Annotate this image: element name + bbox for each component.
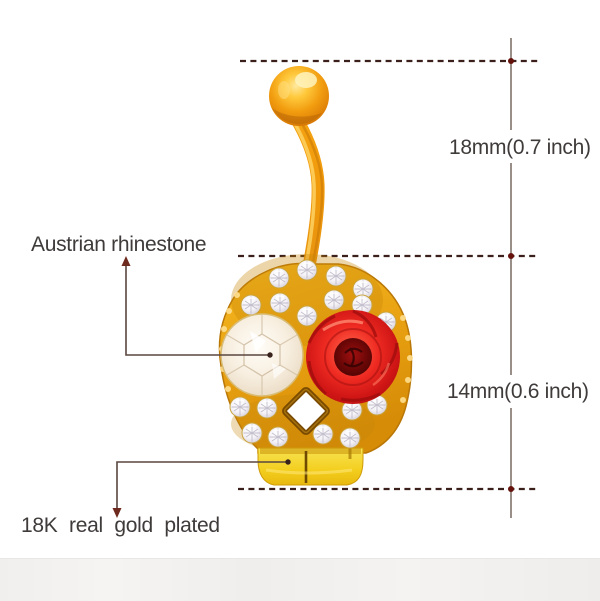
- belly-ring: [218, 66, 413, 486]
- nose-opening: [282, 387, 330, 435]
- pointer-gold-plated: [112, 459, 291, 518]
- bar-length-measurement: 18mm(0.7 inch): [449, 136, 591, 159]
- measurement-lines: [238, 59, 538, 491]
- gold-plated-label: 18K real gold plated: [21, 514, 220, 537]
- arrow-up-icon: [121, 256, 131, 266]
- measure-marker-dots: [508, 58, 514, 492]
- skull-pendant: [218, 254, 413, 486]
- curved-barbell: [289, 111, 325, 273]
- rhinestone-label: Austrian rhinestone: [31, 233, 207, 256]
- surface-reflection-band: [0, 558, 600, 601]
- jaw: [257, 447, 364, 486]
- ball-top: [269, 66, 329, 126]
- pointer-austrian-rhinestone: [121, 256, 273, 358]
- red-rose: [306, 309, 400, 404]
- arrow-down-icon: [112, 508, 122, 518]
- pendant-height-measurement: 14mm(0.6 inch): [447, 380, 589, 403]
